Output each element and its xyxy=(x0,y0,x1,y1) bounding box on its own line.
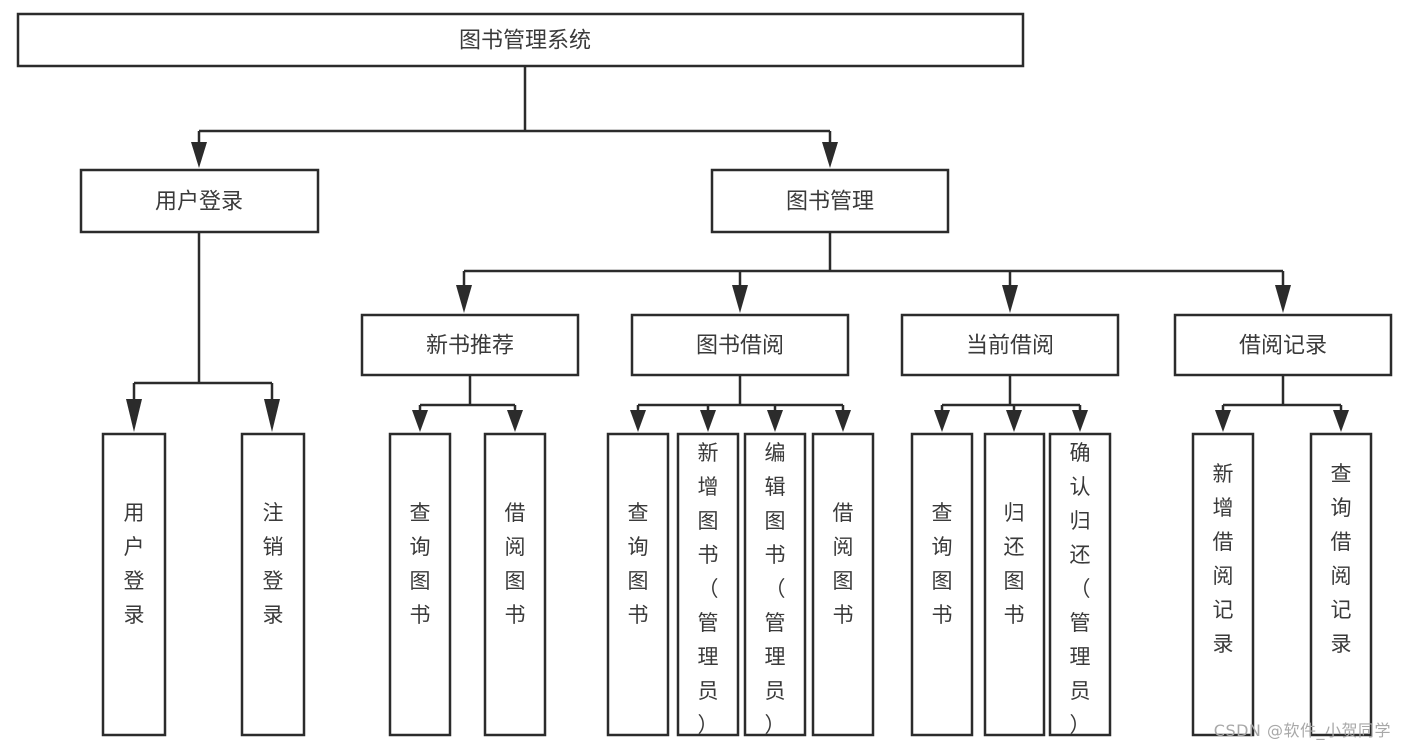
arrow-to-borrow-record xyxy=(1275,285,1291,313)
leaf-query-book-current[interactable]: 查询图书 xyxy=(910,432,974,737)
leaf-query-book-current-box[interactable] xyxy=(910,432,974,737)
node-borrow-record[interactable]: 借阅记录 xyxy=(1173,313,1393,377)
node-book-borrow-box[interactable] xyxy=(630,313,850,377)
leaf-return-book[interactable]: 归还图书 xyxy=(983,432,1046,737)
node-current-borrow-box[interactable] xyxy=(900,313,1120,377)
node-book-management[interactable]: 图书管理 xyxy=(710,168,950,234)
arrow-to-borrow-book-a xyxy=(507,410,523,432)
leaf-confirm-return-admin-label: 确认归还（管理员） xyxy=(1070,441,1091,737)
arrow-to-user-login-leaf xyxy=(126,399,142,432)
leaf-query-book-recommend-box[interactable] xyxy=(388,432,452,737)
arrow-to-return-book xyxy=(1006,410,1022,432)
leaf-query-book-borrow-label: 查询图书 xyxy=(628,501,649,627)
leaf-add-borrow-record[interactable]: 新增借阅记录 xyxy=(1191,432,1255,737)
node-book-borrow-label: 图书借阅 xyxy=(696,334,784,359)
leaf-query-book-recommend[interactable]: 查询图书 xyxy=(388,432,452,737)
arrow-to-edit-book xyxy=(767,410,783,432)
arrow-to-confirm-return xyxy=(1072,410,1088,432)
leaf-confirm-return-admin[interactable]: 确认归还（管理员） xyxy=(1048,432,1112,737)
arrow-to-logout-leaf xyxy=(264,399,280,432)
leaf-add-book-admin[interactable]: 新增图书（管理员） xyxy=(676,432,740,737)
leaf-borrow-book-recommend-label: 借阅图书 xyxy=(505,501,526,627)
arrow-to-book-management xyxy=(822,142,838,168)
leaf-query-borrow-record-box[interactable] xyxy=(1309,432,1373,737)
arrow-to-query-record xyxy=(1333,410,1349,432)
node-borrow-record-box[interactable] xyxy=(1173,313,1393,377)
arrow-to-book-borrow xyxy=(732,285,748,313)
leaf-query-borrow-record-label: 查询借阅记录 xyxy=(1331,462,1352,656)
connector-layer xyxy=(126,66,1349,432)
leaf-user-login-box[interactable] xyxy=(101,432,167,737)
arrow-to-query-book-b xyxy=(630,410,646,432)
node-user-login-box[interactable] xyxy=(79,168,320,234)
node-book-management-label: 图书管理 xyxy=(786,190,874,215)
leaf-return-book-label: 归还图书 xyxy=(1004,501,1025,627)
node-root-system-box[interactable] xyxy=(16,12,1025,68)
leaf-query-book-borrow-box[interactable] xyxy=(606,432,670,737)
leaf-edit-book-admin[interactable]: 编辑图书（管理员） xyxy=(743,432,807,737)
leaf-query-book-borrow[interactable]: 查询图书 xyxy=(606,432,670,737)
arrow-to-query-book-c xyxy=(934,410,950,432)
leaf-query-borrow-record[interactable]: 查询借阅记录 xyxy=(1309,432,1373,737)
leaf-add-borrow-record-box[interactable] xyxy=(1191,432,1255,737)
node-current-borrow-label: 当前借阅 xyxy=(966,334,1054,359)
arrow-to-user-login xyxy=(191,142,207,168)
leaf-add-borrow-record-label: 新增借阅记录 xyxy=(1213,462,1234,656)
node-user-login[interactable]: 用户登录 xyxy=(79,168,320,234)
leaf-return-book-box[interactable] xyxy=(983,432,1046,737)
arrow-to-add-record xyxy=(1215,410,1231,432)
leaf-borrow-book-borrow[interactable]: 借阅图书 xyxy=(811,432,875,737)
leaf-query-book-recommend-label: 查询图书 xyxy=(410,501,431,627)
leaf-edit-book-admin-box[interactable] xyxy=(743,432,807,737)
arrow-to-new-book-recommend xyxy=(456,285,472,313)
leaf-user-login-label: 用户登录 xyxy=(124,501,145,627)
leaf-borrow-book-borrow-box[interactable] xyxy=(811,432,875,737)
leaf-logout-login-label: 注销登录 xyxy=(263,501,284,627)
leaf-borrow-book-recommend[interactable]: 借阅图书 xyxy=(483,432,547,737)
arrow-to-add-book xyxy=(700,410,716,432)
leaf-borrow-book-recommend-box[interactable] xyxy=(483,432,547,737)
leaf-query-book-current-label: 查询图书 xyxy=(932,501,953,627)
node-root-system[interactable]: 图书管理系统 xyxy=(16,12,1025,68)
leaf-logout-login[interactable]: 注销登录 xyxy=(240,432,306,737)
arrow-to-borrow-book-b xyxy=(835,410,851,432)
node-borrow-record-label: 借阅记录 xyxy=(1239,334,1327,359)
leaf-logout-login-box[interactable] xyxy=(240,432,306,737)
leaf-user-login[interactable]: 用户登录 xyxy=(101,432,167,737)
node-user-login-label: 用户登录 xyxy=(155,190,243,215)
node-book-borrow[interactable]: 图书借阅 xyxy=(630,313,850,377)
node-new-book-recommend-label: 新书推荐 xyxy=(426,334,514,359)
node-book-management-box[interactable] xyxy=(710,168,950,234)
node-root-system-label: 图书管理系统 xyxy=(459,29,591,54)
node-current-borrow[interactable]: 当前借阅 xyxy=(900,313,1120,377)
leaf-edit-book-admin-label: 编辑图书（管理员） xyxy=(765,441,786,737)
node-new-book-recommend[interactable]: 新书推荐 xyxy=(360,313,580,377)
arrow-to-current-borrow xyxy=(1002,285,1018,313)
leaf-confirm-return-admin-box[interactable] xyxy=(1048,432,1112,737)
arrow-to-query-book-a xyxy=(412,410,428,432)
node-new-book-recommend-box[interactable] xyxy=(360,313,580,377)
leaf-borrow-book-borrow-label: 借阅图书 xyxy=(833,501,854,627)
leaf-add-book-admin-box[interactable] xyxy=(676,432,740,737)
leaf-add-book-admin-label: 新增图书（管理员） xyxy=(698,441,719,737)
